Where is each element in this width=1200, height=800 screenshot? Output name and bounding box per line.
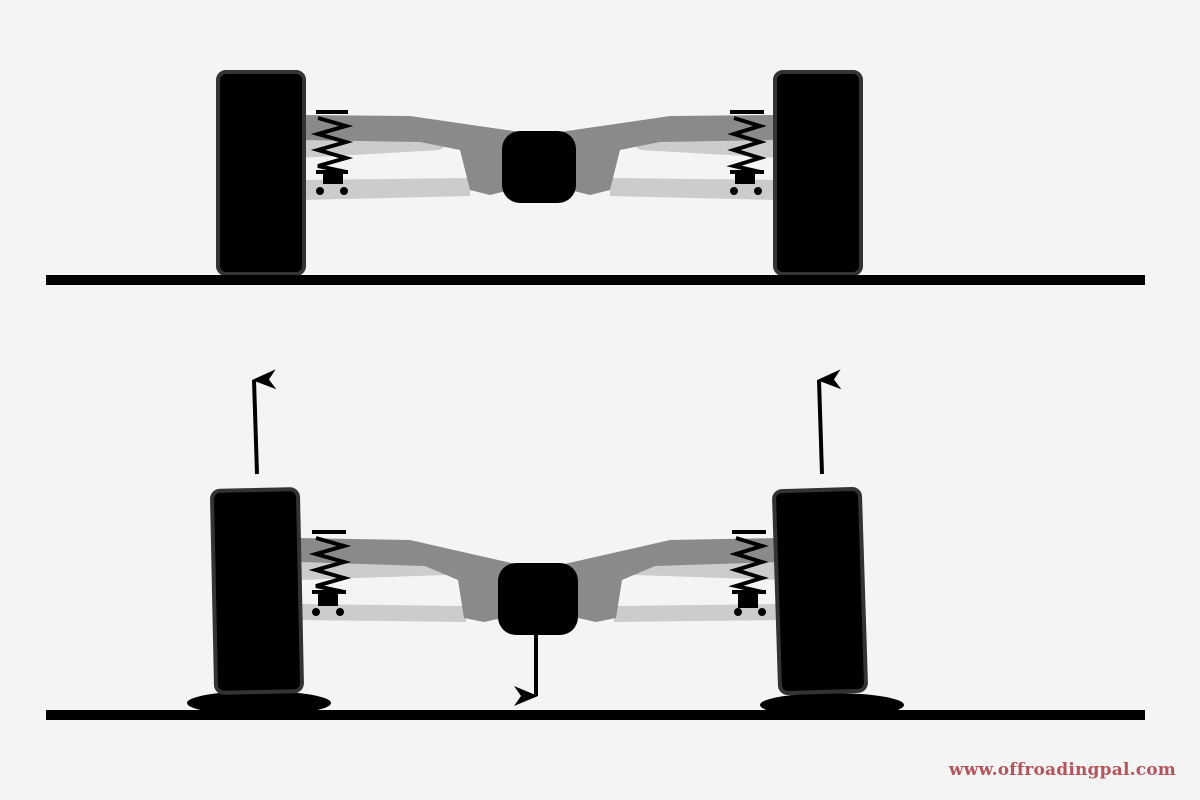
top-spring-left bbox=[310, 110, 354, 195]
top-arm-underside-left bbox=[300, 130, 470, 158]
top-spring-right bbox=[726, 110, 767, 195]
bottom-tire-right bbox=[772, 486, 868, 696]
top-tire-left bbox=[216, 70, 306, 276]
bottom-lower-link-left bbox=[298, 604, 466, 622]
arrow-up-right-wheel bbox=[817, 369, 842, 475]
top-ground-line bbox=[46, 275, 1145, 285]
top-tire-right bbox=[773, 70, 863, 276]
bottom-differential bbox=[498, 563, 578, 635]
bottom-ground-line bbox=[46, 710, 1145, 720]
bottom-spring-right bbox=[728, 530, 769, 616]
bottom-spring-left bbox=[308, 530, 352, 616]
top-differential bbox=[502, 131, 576, 203]
watermark-text: www.offroadingpal.com bbox=[948, 760, 1176, 780]
top-axle-assembly bbox=[216, 70, 863, 276]
arrow-up-left-wheel bbox=[252, 369, 277, 475]
bottom-tire-left bbox=[210, 487, 304, 695]
bottom-tire-shadow-left bbox=[187, 691, 331, 715]
bottom-axle-assembly bbox=[187, 486, 904, 717]
bottom-lower-link-right bbox=[614, 604, 782, 622]
